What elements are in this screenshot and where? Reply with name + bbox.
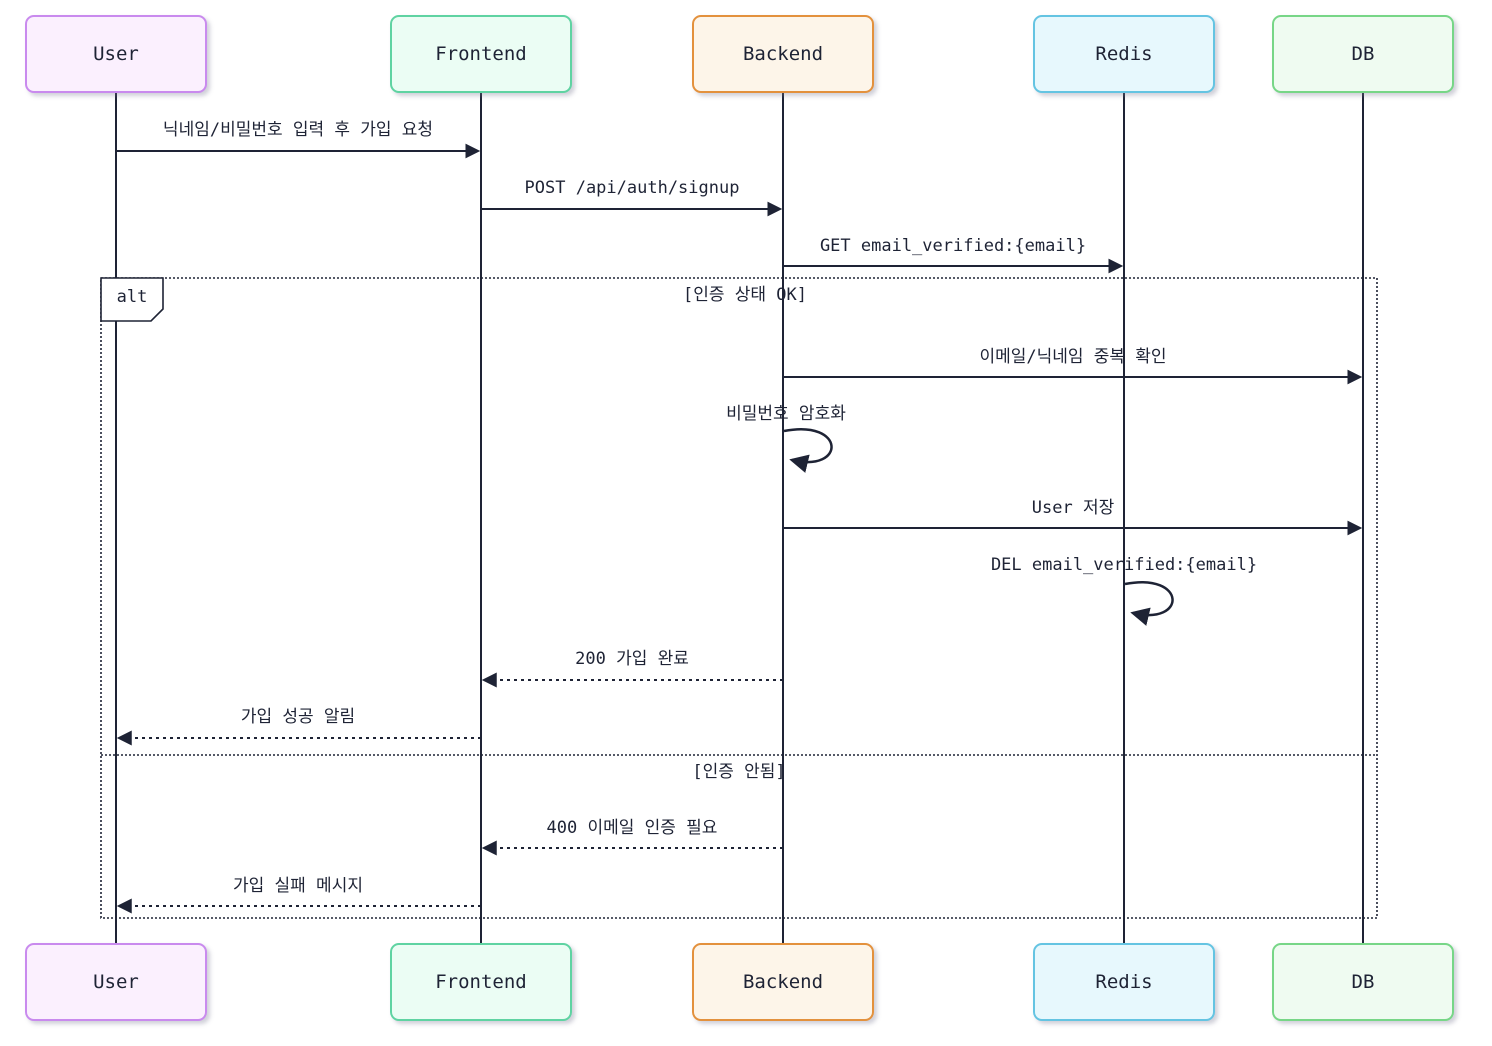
actor-label: Frontend xyxy=(435,43,527,65)
message-label-10: 가입 실패 메시지 xyxy=(233,876,363,896)
message-label-0: 닉네임/비밀번호 입력 후 가입 요청 xyxy=(162,120,434,140)
message-label-1: POST /api/auth/signup xyxy=(524,178,740,198)
message-label-6: DEL email_verified:{email} xyxy=(990,555,1258,575)
actor-frontend-bottom: Frontend xyxy=(390,943,572,1021)
message-label-5: User 저장 xyxy=(1031,498,1115,518)
actor-user-top: User xyxy=(25,15,207,93)
actor-user-bottom: User xyxy=(25,943,207,1021)
actor-label: DB xyxy=(1351,971,1375,993)
message-label-2: GET email_verified:{email} xyxy=(819,236,1087,256)
actor-label: Redis xyxy=(1095,43,1153,65)
actor-label: DB xyxy=(1351,43,1375,65)
message-label-8: 가입 성공 알림 xyxy=(240,707,356,727)
message-label-9: 400 이메일 인증 필요 xyxy=(546,818,718,838)
actor-backend-bottom: Backend xyxy=(692,943,874,1021)
actor-redis-bottom: Redis xyxy=(1033,943,1215,1021)
message-label-3: 이메일/닉네임 중복 확인 xyxy=(979,347,1167,367)
alt-condition-ok: [인증 상태 OK] xyxy=(683,285,807,305)
actor-frontend-top: Frontend xyxy=(390,15,572,93)
message-label-4: 비밀번호 암호화 xyxy=(726,404,846,424)
actor-label: User xyxy=(93,971,139,993)
actor-backend-top: Backend xyxy=(692,15,874,93)
message-label-7: 200 가입 완료 xyxy=(575,649,689,669)
actor-label: User xyxy=(93,43,139,65)
actor-label: Redis xyxy=(1095,971,1153,993)
alt-fragment-label: alt xyxy=(116,287,148,307)
actor-label: Backend xyxy=(742,43,824,65)
actor-redis-top: Redis xyxy=(1033,15,1215,93)
actor-label: Backend xyxy=(742,971,824,993)
self-loop-redis xyxy=(1124,581,1174,626)
self-loop-backend xyxy=(783,428,833,473)
alt-frame xyxy=(100,277,1378,919)
alt-condition-not-ok: [인증 안됨] xyxy=(692,762,786,782)
actor-label: Frontend xyxy=(435,971,527,993)
actor-db-bottom: DB xyxy=(1272,943,1454,1021)
alt-label-shape xyxy=(100,277,164,322)
actor-db-top: DB xyxy=(1272,15,1454,93)
